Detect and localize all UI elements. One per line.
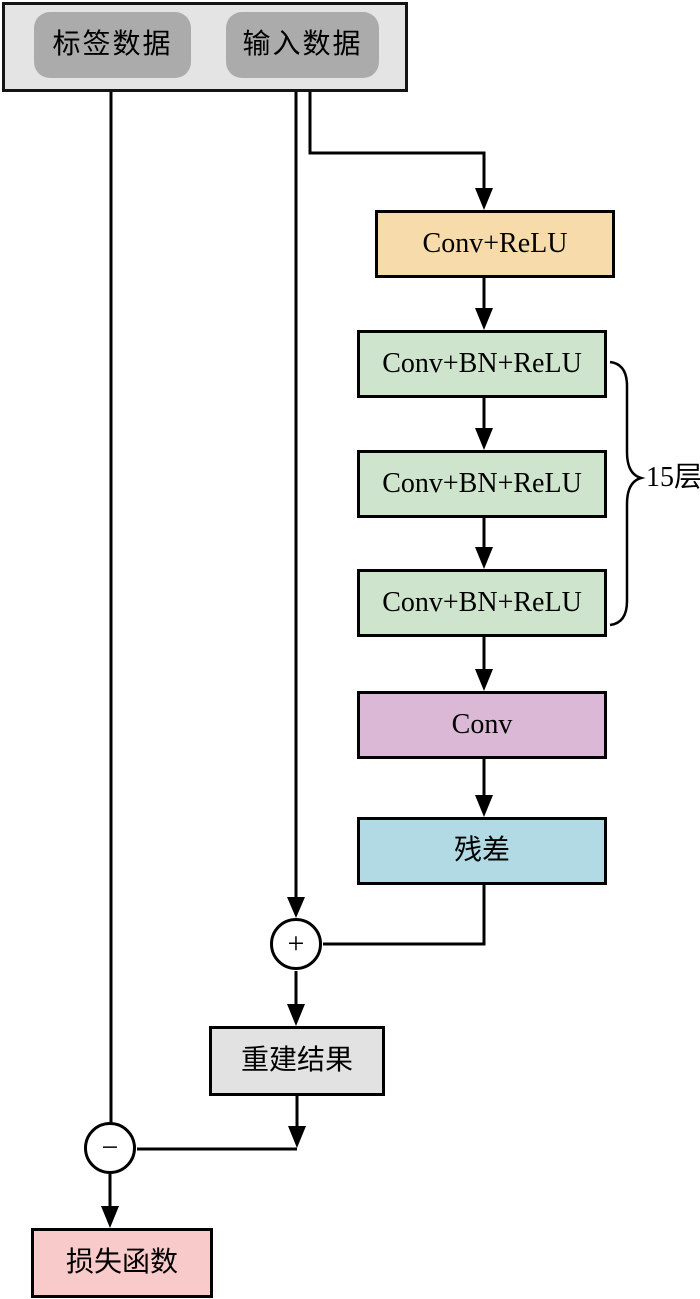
data-source-container: 标签数据 输入数据: [2, 2, 408, 92]
minus-junction: −: [84, 1122, 136, 1174]
arrowhead-into-conv: [475, 669, 493, 691]
conv-relu-label: Conv+ReLU: [422, 228, 568, 259]
conv-bn-relu-box-3: Conv+BN+ReLU: [357, 569, 607, 637]
conv-box: Conv: [357, 691, 607, 759]
arrowhead-into-loss: [101, 1206, 119, 1228]
arrowhead-into-block2: [475, 428, 493, 450]
arrowhead-reconstruction-junction: [288, 1126, 306, 1148]
loss-label: 损失函数: [65, 1247, 178, 1278]
conv-bn-relu-label-1: Conv+BN+ReLU: [382, 348, 582, 379]
input-data-box: 输入数据: [226, 12, 379, 78]
plus-junction: +: [270, 918, 322, 970]
reconstruction-label: 重建结果: [240, 1045, 353, 1076]
conv-relu-box: Conv+ReLU: [375, 210, 615, 278]
arrowhead-into-convrelu: [475, 188, 493, 210]
conv-bn-relu-label-2: Conv+BN+ReLU: [382, 468, 582, 499]
reconstruction-box: 重建结果: [209, 1026, 385, 1096]
label-data-box: 标签数据: [34, 12, 191, 78]
brace-15-layers-label: 15层: [646, 462, 700, 493]
brace-15-layers: [609, 360, 646, 627]
arrowhead-into-residual: [475, 795, 493, 817]
arrowhead-into-block3: [475, 547, 493, 569]
input-data-text: 输入数据: [242, 29, 363, 60]
conv-bn-relu-box-1: Conv+BN+ReLU: [357, 330, 607, 398]
label-data-text: 标签数据: [52, 29, 173, 60]
arrowhead-into-block1: [475, 308, 493, 330]
residual-box: 残差: [357, 817, 607, 885]
conv-bn-relu-box-2: Conv+BN+ReLU: [357, 450, 607, 518]
wire-inputdata-to-convrelu: [308, 92, 486, 189]
conv-label: Conv: [451, 709, 513, 740]
residual-label: 残差: [453, 835, 510, 866]
arrowhead-into-plus: [287, 897, 305, 918]
plus-sign: +: [287, 927, 305, 960]
loss-box: 损失函数: [31, 1228, 213, 1298]
minus-sign: −: [101, 1131, 119, 1164]
arrowhead-into-reconstruction: [287, 1004, 305, 1026]
wire-residual-to-plus: [323, 885, 486, 946]
conv-bn-relu-label-3: Conv+BN+ReLU: [382, 587, 582, 618]
